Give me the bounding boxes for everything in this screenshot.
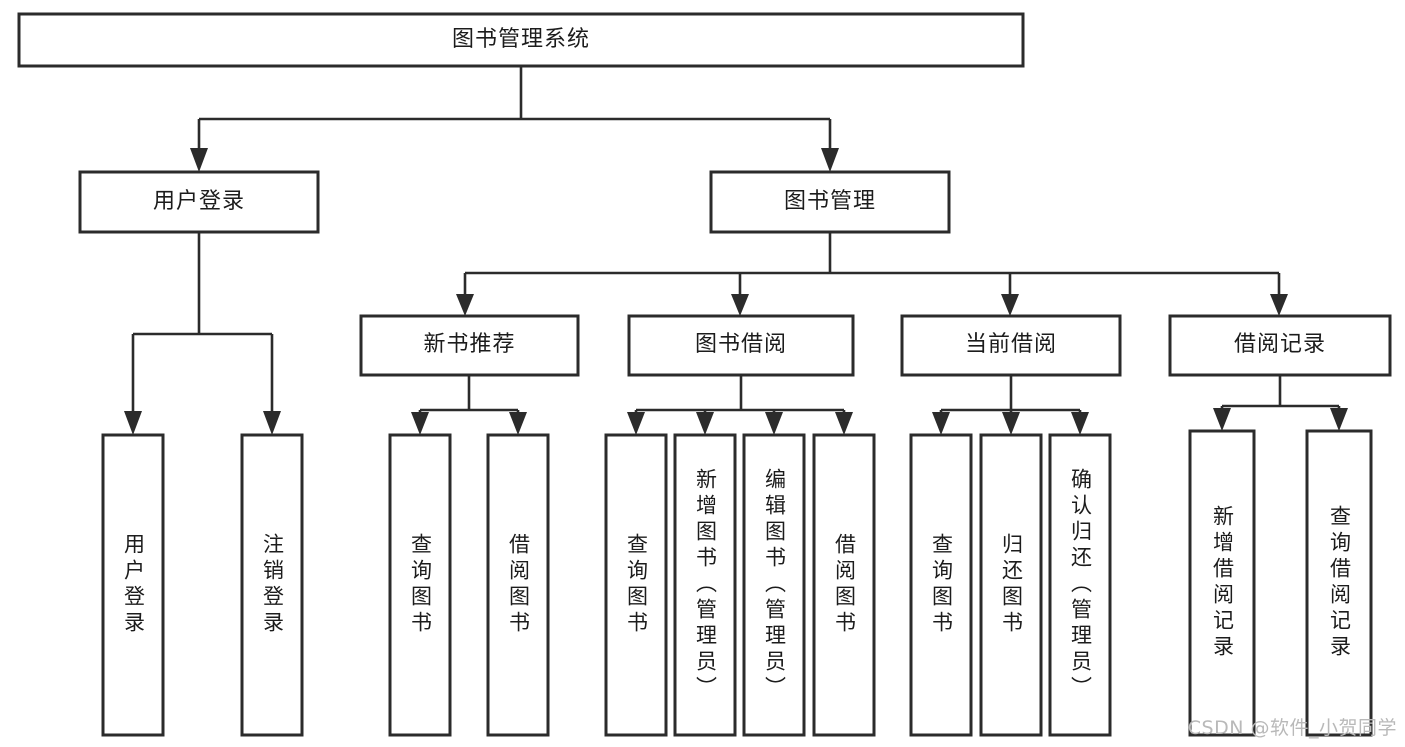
node-box-leaf-borrow-record-1[interactable] [1305, 429, 1373, 737]
arrow-head-bookborrow-leaf-4 [835, 412, 853, 435]
node-box-leaf-borrow-record-0[interactable] [1188, 429, 1256, 737]
node-box-leaf-book-borrow-3[interactable] [812, 433, 876, 737]
node-box-borrow-record[interactable] [1168, 314, 1392, 377]
node-box-leaf-user-login-1[interactable] [240, 433, 304, 737]
arrow-head-currentborrow-leaf-3 [1071, 412, 1089, 435]
arrow-head-bookborrow-leaf-1 [627, 412, 645, 435]
connector-group-root [190, 66, 839, 172]
arrow-head-currentborrow-leaf-2 [1002, 412, 1020, 435]
node-box-leaf-user-login-0[interactable] [101, 433, 165, 737]
arrow-head-borrowrecord-leaf-2 [1330, 408, 1348, 431]
connector-group-new-book [411, 375, 527, 435]
connector-group-borrow-record [1213, 375, 1348, 431]
arrow-head-borrowrecord-leaf-1 [1213, 408, 1231, 431]
watermark-text: CSDN @软件_小贺同学 [1187, 717, 1397, 739]
node-box-leaf-new-book-1[interactable] [486, 433, 550, 737]
arrow-head-bookmgmt-child-3 [1001, 294, 1019, 316]
arrow-head-newbook-leaf-1 [411, 412, 429, 435]
arrow-head-root-to-bookmgmt [821, 148, 839, 172]
node-box-leaf-book-borrow-1[interactable] [673, 433, 737, 737]
arrow-head-login-leaf-1 [124, 411, 142, 435]
arrow-head-bookmgmt-child-2 [731, 294, 749, 316]
node-box-leaf-current-borrow-2[interactable] [1048, 433, 1112, 737]
node-box-root[interactable] [17, 12, 1025, 68]
arrow-head-currentborrow-leaf-1 [932, 412, 950, 435]
arrow-head-newbook-leaf-2 [509, 412, 527, 435]
node-box-leaf-current-borrow-0[interactable] [909, 433, 973, 737]
node-box-leaf-current-borrow-1[interactable] [979, 433, 1043, 737]
node-box-book-management[interactable] [709, 170, 951, 234]
connector-group-book-management [456, 232, 1288, 316]
node-box-book-borrow[interactable] [627, 314, 855, 377]
node-box-current-borrow[interactable] [900, 314, 1122, 377]
node-box-leaf-book-borrow-2[interactable] [742, 433, 806, 737]
arrow-head-bookmgmt-child-1 [456, 294, 474, 316]
arrow-head-root-to-login [190, 148, 208, 172]
node-box-leaf-new-book-0[interactable] [388, 433, 452, 737]
connector-group-user-login [124, 232, 281, 435]
arrow-head-bookborrow-leaf-2 [696, 412, 714, 435]
node-box-leaf-book-borrow-0[interactable] [604, 433, 668, 737]
connector-group-current-borrow [932, 375, 1089, 435]
arrow-head-bookmgmt-child-4 [1270, 294, 1288, 316]
connector-group-book-borrow [627, 375, 853, 435]
arrow-head-login-leaf-2 [263, 411, 281, 435]
arrow-head-bookborrow-leaf-3 [765, 412, 783, 435]
node-box-user-login[interactable] [78, 170, 320, 234]
node-box-new-book[interactable] [359, 314, 580, 377]
